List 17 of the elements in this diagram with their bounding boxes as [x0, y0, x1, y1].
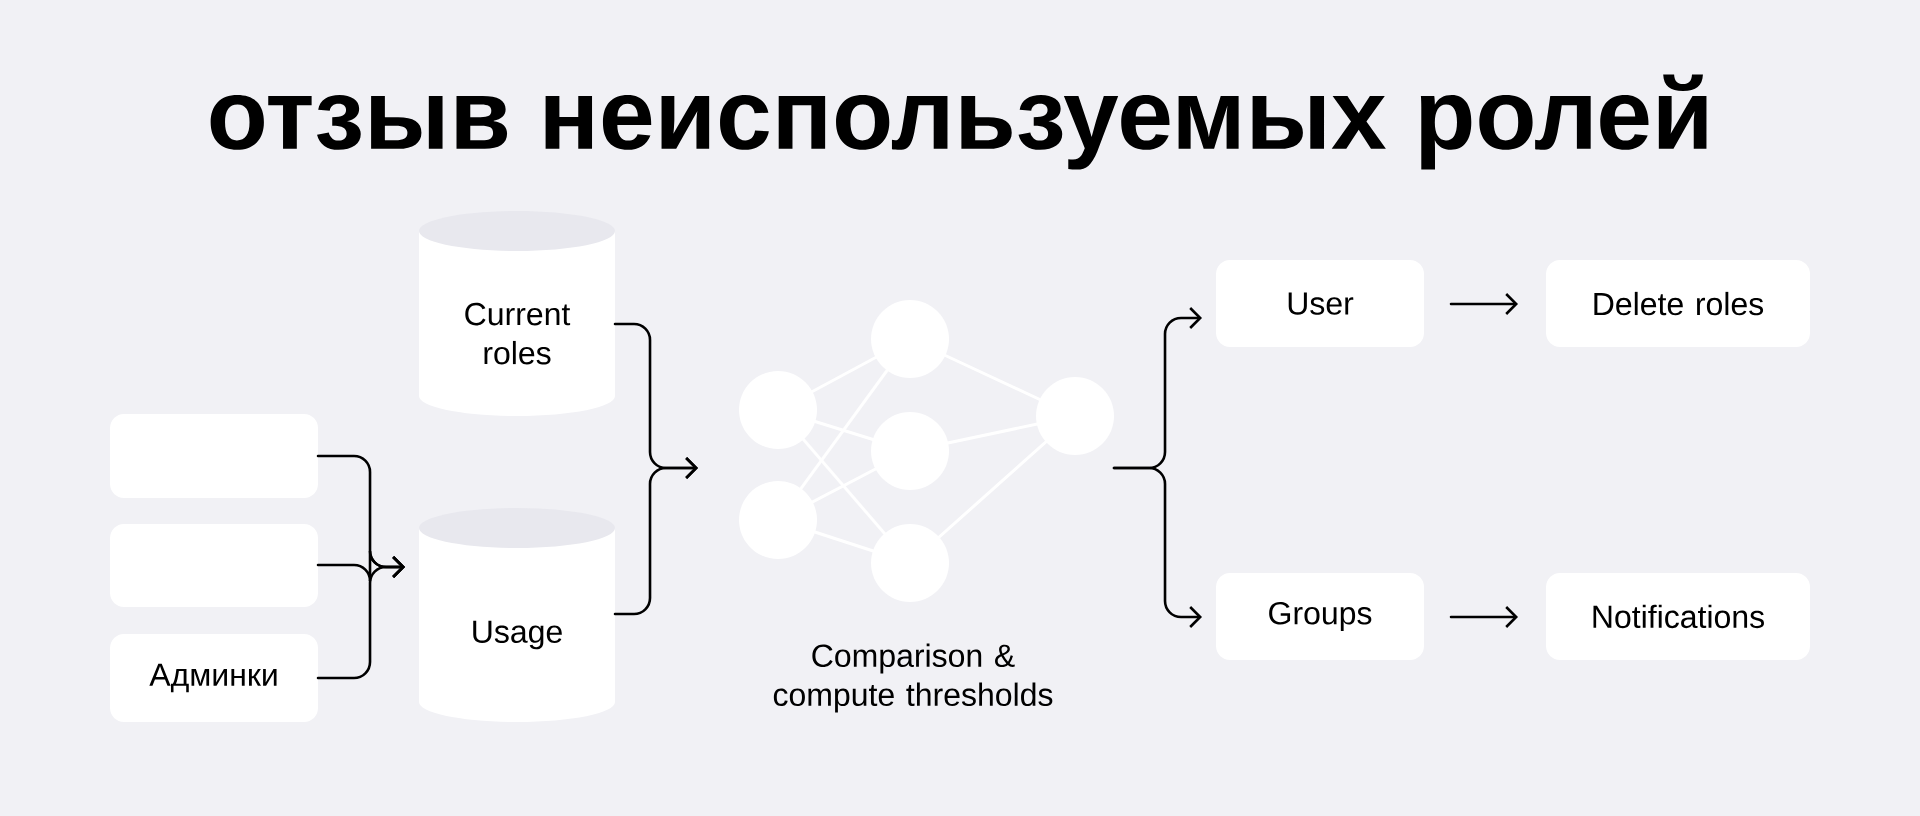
- neural-network-drawing: [739, 300, 1114, 602]
- database-cylinder: Usage: [419, 508, 615, 722]
- arrow: [1112, 466, 1202, 628]
- database-cylinder: Current roles: [419, 211, 615, 416]
- text-box: Админки: [110, 634, 318, 722]
- text-box: Notifications: [1546, 572, 1810, 660]
- arrow: [1449, 293, 1518, 315]
- arrow: [1449, 606, 1518, 628]
- blank-box: [110, 524, 318, 608]
- arrow: [613, 457, 698, 616]
- arrow: [316, 556, 405, 680]
- caption-text: Comparison & compute thresholds: [773, 643, 1053, 713]
- text-box: User: [1216, 260, 1424, 348]
- blank-box: [110, 414, 318, 498]
- text-box: Delete roles: [1546, 260, 1810, 348]
- title: отзыв неиспользуемых ролей: [210, 74, 1707, 170]
- text-box: Groups: [1216, 572, 1424, 660]
